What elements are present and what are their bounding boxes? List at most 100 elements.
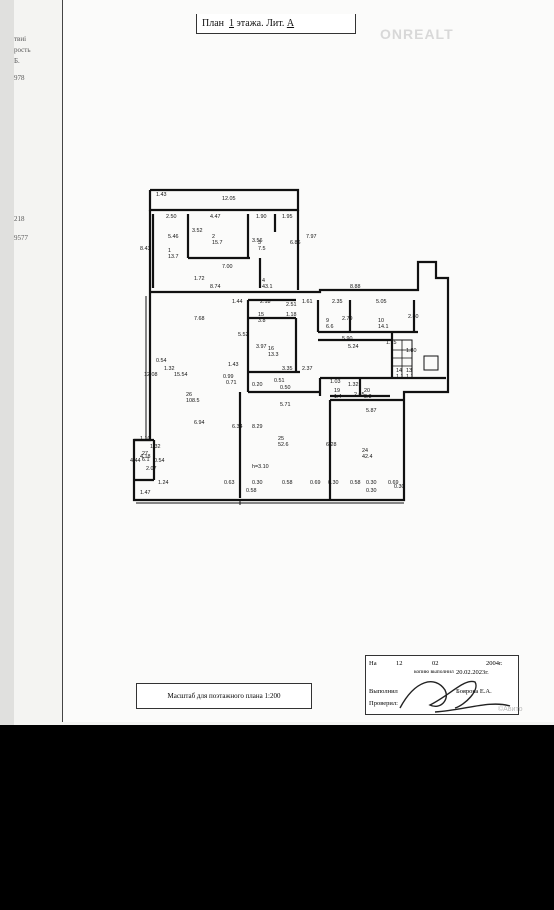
room-number: 16 <box>268 346 274 352</box>
room-area: 1.1 <box>396 374 404 380</box>
dimension-label: 0.63 <box>224 480 235 486</box>
dimension-label: 3.52 <box>192 228 203 234</box>
room-area: 3.3 <box>364 394 372 400</box>
room-number: 15 <box>258 312 264 318</box>
dimension-label: 6.34 <box>232 424 243 430</box>
dimension-label: 3.35 <box>282 366 293 372</box>
margin-fragment: 218 <box>14 215 25 223</box>
dimension-label: 1.32 <box>150 444 161 450</box>
dimension-label: 1.44 <box>232 299 243 305</box>
dimension-label: 7.68 <box>194 316 205 322</box>
stamp-copy-label: копию выполнил <box>414 669 454 675</box>
dimension-label: 8.29 <box>252 424 263 430</box>
dimension-label: 0.54 <box>156 358 167 364</box>
dimension-label: 0.20 <box>252 382 263 388</box>
dimension-label: 4.47 <box>210 214 221 220</box>
corner-watermark: ©Авито <box>498 706 523 713</box>
dimension-label: 2.65 <box>354 392 365 398</box>
windows <box>136 296 404 505</box>
stamp-checked-label: Проверил: <box>369 700 398 707</box>
stamp-year: 2004г. <box>486 660 503 667</box>
dimension-label: 0.71 <box>226 380 237 386</box>
dimension-label: 0.58 <box>282 480 293 486</box>
room-area: 43.1 <box>262 284 273 290</box>
dimension-label: 1.32 <box>164 366 175 372</box>
stamp-copy-date: 20.02.2023г. <box>456 669 489 676</box>
dimension-label: 3.97 <box>256 344 267 350</box>
dimension-label: 1.43 <box>228 362 239 368</box>
dimension-label: 0.30 <box>252 480 263 486</box>
left-binding-strip <box>0 0 14 725</box>
dimension-label: 5.24 <box>348 344 359 350</box>
dimension-label: 5.71 <box>280 402 291 408</box>
dimension-label: 5.46 <box>168 234 179 240</box>
room-area: 1.1 <box>406 374 414 380</box>
paper-page <box>62 0 554 722</box>
dimension-label: 8.43 <box>140 246 151 252</box>
room-area: 15.7 <box>212 240 223 246</box>
room-area: 3.8 <box>258 318 266 324</box>
room-area: 6.1 <box>142 457 150 463</box>
dimension-label: 1.03 <box>330 379 341 385</box>
dimension-label: 0.30 <box>328 480 339 486</box>
scale-note: Масштаб для поэтажного плана 1:200 <box>136 683 312 709</box>
room-number: 25 <box>278 436 284 442</box>
dimension-label: 6.86 <box>290 240 301 246</box>
dimension-label: 0.69 <box>310 480 321 486</box>
room-number: 4 <box>262 278 265 284</box>
dimension-label: 0.30 <box>394 484 405 490</box>
document-scan: твиі рость Б. 978 218 9577 План 1 этажа.… <box>0 0 554 725</box>
dimension-label: 0.99 <box>223 374 234 380</box>
dimension-label: 8.88 <box>350 284 361 290</box>
room-area: 14.1 <box>378 324 389 330</box>
title-prefix: План <box>202 18 225 29</box>
wall-outline-main <box>132 210 450 502</box>
dimension-label: 4.44 <box>130 458 141 464</box>
room-number: 26 <box>186 392 192 398</box>
stamp-executed-label: Выполнил <box>369 688 398 695</box>
room-number: 19 <box>334 388 340 394</box>
dimension-label: 0.69 <box>388 480 399 486</box>
dimension-label: 3.56 <box>252 238 263 244</box>
dimension-label: 0.58 <box>246 488 257 494</box>
margin-fragment: Б. <box>14 57 20 65</box>
room-number: 9 <box>326 318 329 324</box>
dimension-label: 0.54 <box>154 458 165 464</box>
room-area: 42.4 <box>362 454 373 460</box>
dimension-label: 1.61 <box>302 299 313 305</box>
walls <box>132 188 450 502</box>
dimension-label: 0.30 <box>366 488 377 494</box>
dimension-label: 2.35 <box>332 299 343 305</box>
dimension-label: 0.30 <box>366 480 377 486</box>
stamp-month: 02 <box>432 660 439 667</box>
dimension-label: 1.15 <box>386 340 397 346</box>
dimension-label: 2.80 <box>408 314 419 320</box>
room-area: 7.5 <box>258 246 266 252</box>
dimension-label: 1.95 <box>282 214 293 220</box>
dimension-label: 15.54 <box>174 372 188 378</box>
room-number: 1 <box>168 248 171 254</box>
litera: А <box>286 18 295 29</box>
dimension-label: 5.87 <box>366 408 377 414</box>
dimension-label: 1.90 <box>256 214 267 220</box>
stamp-day: 12 <box>396 660 403 667</box>
margin-fragment: 9577 <box>14 234 28 242</box>
dimension-label: 7.97 <box>306 234 317 240</box>
dimension-label: 5.05 <box>376 299 387 305</box>
dimension-label: 2.51 <box>286 302 297 308</box>
room-area: 1.4 <box>334 394 342 400</box>
room-area: 13.7 <box>168 254 179 260</box>
dimension-label: 6.28 <box>326 442 337 448</box>
signature-icon <box>399 680 511 713</box>
dimension-label: 6.94 <box>194 420 205 426</box>
dimension-label: 2.37 <box>302 366 313 372</box>
dimension-label: 1.10 <box>140 436 151 442</box>
room-area: 108.5 <box>186 398 200 404</box>
dimension-label: 1.32 <box>348 382 359 388</box>
room-number: 10 <box>378 318 384 324</box>
dimension-label: 2.50 <box>166 214 177 220</box>
dimension-label: 2.07 <box>146 466 157 472</box>
